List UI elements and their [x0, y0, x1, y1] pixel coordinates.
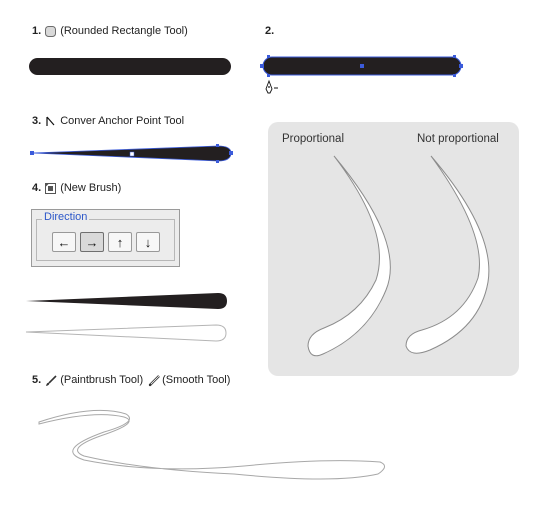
step-4-text: (New Brush)	[60, 182, 122, 194]
smooth-tool-icon	[147, 374, 160, 386]
proportional-curve	[307, 155, 391, 357]
step-3-text: Conver Anchor Point Tool	[60, 115, 185, 127]
selected-bar-shape	[260, 55, 463, 94]
pen-cursor-icon	[265, 79, 278, 94]
step-5-label: 5. (Paintbrush Tool) (Smooth Tool)	[32, 374, 230, 386]
direction-title: Direction	[42, 211, 90, 223]
step-1-text: (Rounded Rectangle Tool)	[60, 25, 188, 37]
new-brush-icon	[45, 182, 57, 194]
step-1-number: 1.	[32, 25, 42, 37]
step-3-label: 3. Conver Anchor Point Tool	[32, 115, 184, 127]
curve-comparison-art	[307, 155, 490, 357]
not-proportional-label: Not proportional	[417, 133, 499, 145]
direction-up-button[interactable]: ↑	[108, 232, 132, 252]
step-3-number: 3.	[32, 115, 42, 127]
step-2-number: 2.	[265, 25, 275, 37]
direction-right-button[interactable]: →	[80, 232, 104, 252]
direction-panel: Direction ← → ↑ ↓	[31, 209, 180, 267]
step-2-label: 2.	[265, 25, 274, 37]
comparison-panel	[268, 122, 519, 376]
step-5-number: 5.	[32, 374, 42, 386]
paintbrush-icon	[45, 374, 57, 386]
proportional-label: Proportional	[282, 133, 345, 145]
convert-anchor-icon	[45, 116, 56, 127]
direction-left-button[interactable]: ←	[52, 232, 76, 252]
smoothed-path-stroke	[38, 409, 385, 480]
brush-strokes	[25, 293, 227, 342]
direction-fieldset	[36, 219, 175, 261]
tapered-selected-shape	[30, 144, 233, 163]
step-5-text-a: (Paintbrush Tool)	[60, 374, 144, 386]
rounded-bar-shape	[29, 58, 231, 75]
step-4-number: 4.	[32, 182, 42, 194]
not-proportional-curve	[405, 155, 490, 354]
step-1-label: 1. (Rounded Rectangle Tool)	[32, 25, 188, 37]
rounded-rect-icon	[45, 25, 57, 37]
outline-brush-stroke	[25, 324, 227, 342]
filled-brush-stroke	[26, 293, 227, 309]
direction-down-button[interactable]: ↓	[136, 232, 160, 252]
step-4-label: 4. (New Brush)	[32, 182, 121, 194]
step-5-text-b: (Smooth Tool)	[162, 374, 231, 386]
